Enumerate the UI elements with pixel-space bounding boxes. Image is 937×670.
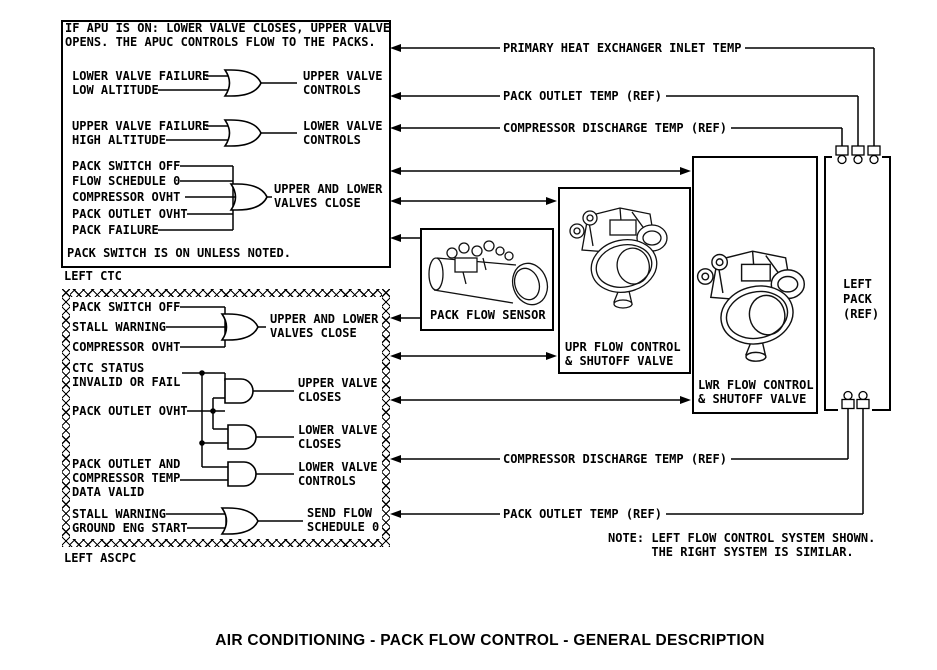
upr-valve-illustration <box>569 207 668 309</box>
pack-flow-sensor-label: PACK FLOW SENSOR <box>430 308 546 322</box>
ascpc-gate2-output: UPPER VALVE CLOSES <box>298 376 378 404</box>
or-gate <box>220 313 259 341</box>
ctc-apu-note: IF APU IS ON: LOWER VALVE CLOSES, UPPER … <box>65 21 391 49</box>
or-gate <box>220 507 259 535</box>
signal-compressor-discharge-temp-lower: COMPRESSOR DISCHARGE TEMP (REF) <box>503 452 727 466</box>
logic-gates <box>220 69 268 535</box>
or-gate <box>229 183 268 211</box>
junction-dots <box>199 370 216 446</box>
ctc-box-label: LEFT CTC <box>64 269 122 283</box>
ascpc-border-left <box>62 289 70 547</box>
pack-flow-sensor-illustration <box>428 240 549 306</box>
ascpc-gate3-output: LOWER VALVE CLOSES <box>298 423 378 451</box>
arrow-right-upr-ascpc <box>546 352 557 360</box>
ascpc-border-top <box>62 289 390 297</box>
arrow-left-pack-outlet-upper <box>390 92 401 100</box>
signal-pack-outlet-temp-lower: PACK OUTLET TEMP (REF) <box>503 507 662 521</box>
arrow-left-comp-disch-lower <box>390 455 401 463</box>
ascpc-gate1-input-3: COMPRESSOR OVHT <box>72 340 181 354</box>
ctc-gate2-output: LOWER VALVE CONTROLS <box>303 119 383 147</box>
ascpc-gate5-input-1: STALL WARNING <box>72 507 166 521</box>
ascpc-gate2-input-1: CTC STATUS INVALID OR FAIL <box>72 361 181 389</box>
arrow-left-upr-ctc <box>390 197 401 205</box>
arrow-left-sensor-ascpc <box>390 314 401 322</box>
and-gate <box>227 461 257 487</box>
and-gate <box>227 424 257 450</box>
lwr-valve-label: LWR FLOW CONTROL & SHUTOFF VALVE <box>698 378 814 406</box>
ctc-gate3-input-5: PACK FAILURE <box>72 223 159 237</box>
ascpc-gate1-input-2: STALL WARNING <box>72 320 166 334</box>
and-gate <box>224 378 254 404</box>
left-pack-label: LEFT PACK (REF) <box>843 277 880 321</box>
ctc-gate1-input-1: LOWER VALVE FAILURE <box>72 69 210 83</box>
or-gate <box>223 119 262 147</box>
arrow-left-upr-ascpc <box>390 352 401 360</box>
arrowheads <box>390 44 691 518</box>
ctc-gate3-input-2: FLOW SCHEDULE 0 <box>72 174 181 188</box>
arrow-left-comp-disch-upper <box>390 124 401 132</box>
ctc-gate1-output: UPPER VALVE CONTROLS <box>303 69 383 97</box>
signal-pack-outlet-temp-upper: PACK OUTLET TEMP (REF) <box>503 89 662 103</box>
ascpc-gate1-output: UPPER AND LOWER VALVES CLOSE <box>270 312 379 340</box>
upr-valve-label: UPR FLOW CONTROL & SHUTOFF VALVE <box>565 340 681 368</box>
arrow-right-lwr-ctc <box>680 167 691 175</box>
page-title: AIR CONDITIONING - PACK FLOW CONTROL - G… <box>215 632 765 649</box>
ascpc-gate4-input: PACK OUTLET AND COMPRESSOR TEMP DATA VAL… <box>72 457 181 499</box>
ctc-gate3-input-1: PACK SWITCH OFF <box>72 159 181 173</box>
ascpc-border-right <box>382 289 390 547</box>
ascpc-border-bottom <box>62 539 390 547</box>
ascpc-gate1-input-1: PACK SWITCH OFF <box>72 300 181 314</box>
ctc-gate2-input-2: HIGH ALTITUDE <box>72 133 166 147</box>
signal-primary-hx-inlet-temp: PRIMARY HEAT EXCHANGER INLET TEMP <box>503 41 742 55</box>
arrow-left-sensor-ctc <box>390 234 401 242</box>
arrow-left-pack-outlet-lower <box>390 510 401 518</box>
arrow-right-lwr-ascpc <box>680 396 691 404</box>
ctc-gate3-input-3: COMPRESSOR OVHT <box>72 190 181 204</box>
ctc-footer-note: PACK SWITCH IS ON UNLESS NOTED. <box>67 246 291 260</box>
footnote: NOTE: LEFT FLOW CONTROL SYSTEM SHOWN. TH… <box>608 531 876 559</box>
ascpc-gate4-output: LOWER VALVE CONTROLS <box>298 460 378 488</box>
ctc-gate3-input-4: PACK OUTLET OVHT <box>72 207 188 221</box>
arrow-right-upr-ctc <box>546 197 557 205</box>
ctc-gate1-input-2: LOW ALTITUDE <box>72 83 159 97</box>
ctc-gate2-input-1: UPPER VALVE FAILURE <box>72 119 210 133</box>
ascpc-gate5-input-2: GROUND ENG START <box>72 521 188 535</box>
signal-compressor-discharge-temp-upper: COMPRESSOR DISCHARGE TEMP (REF) <box>503 121 727 135</box>
arrow-left-phx <box>390 44 401 52</box>
arrow-left-lwr-ctc <box>390 167 401 175</box>
arrow-left-lwr-ascpc <box>390 396 401 404</box>
signal-wires <box>396 47 875 515</box>
ascpc-gate2-input-2: PACK OUTLET OVHT <box>72 404 188 418</box>
or-gate <box>223 69 262 97</box>
lwr-valve-box <box>692 156 818 414</box>
ctc-gate3-output: UPPER AND LOWER VALVES CLOSE <box>274 182 383 210</box>
ascpc-box-label: LEFT ASCPC <box>64 551 137 565</box>
lwr-valve-illustration <box>696 250 806 362</box>
ascpc-gate5-output: SEND FLOW SCHEDULE 0 <box>307 506 380 534</box>
